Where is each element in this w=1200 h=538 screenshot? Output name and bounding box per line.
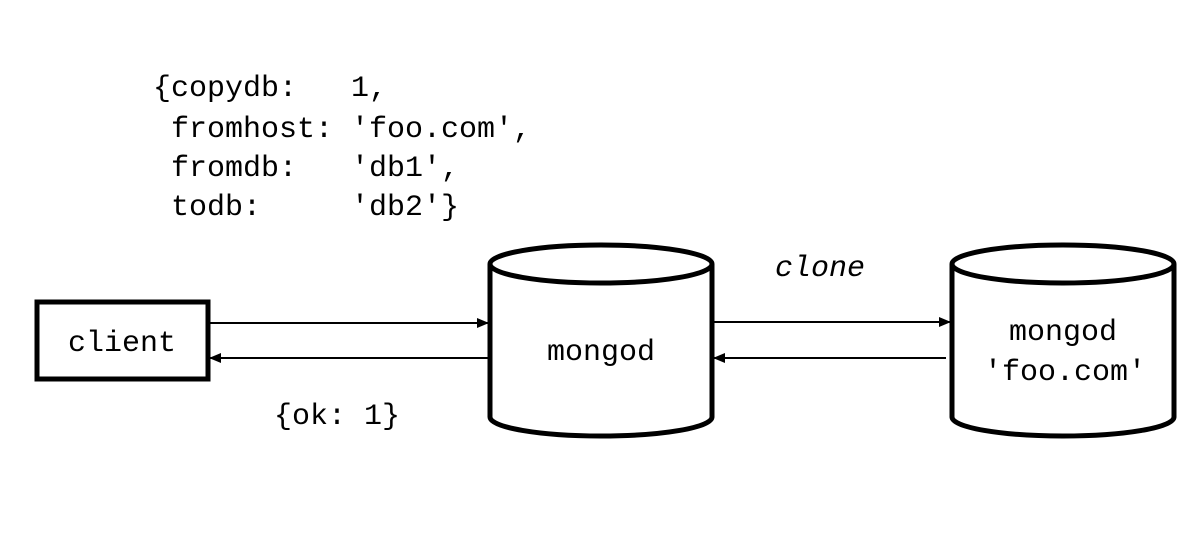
remote-mongod-cylinder-body: [949, 264, 1177, 439]
remote-mongod-label-line1: mongod: [1009, 316, 1117, 350]
command-line-4: todb: 'db2'}: [153, 191, 459, 225]
remote-mongod-cylinder-top: [949, 242, 1177, 286]
client-box: [34, 299, 211, 382]
command-line-3: fromdb: 'db1',: [153, 152, 459, 186]
local-mongod-node: mongod: [487, 242, 715, 439]
copydb-command: {copydb: 1, fromhost: 'foo.com', fromdb:…: [153, 72, 531, 225]
remote-mongod-node: mongod 'foo.com': [949, 242, 1177, 439]
clone-label: clone: [775, 252, 865, 286]
local-mongod-label: mongod: [547, 336, 655, 370]
response-label: {ok: 1}: [274, 400, 400, 434]
command-line-2: fromhost: 'foo.com',: [153, 113, 531, 147]
local-mongod-cylinder-top: [487, 242, 715, 286]
local-mongod-cylinder-body: [487, 264, 715, 439]
client-label: client: [68, 327, 176, 361]
remote-mongod-label-line2: 'foo.com': [984, 356, 1146, 390]
command-line-1: {copydb: 1,: [153, 72, 387, 106]
client-node: client: [34, 299, 211, 382]
